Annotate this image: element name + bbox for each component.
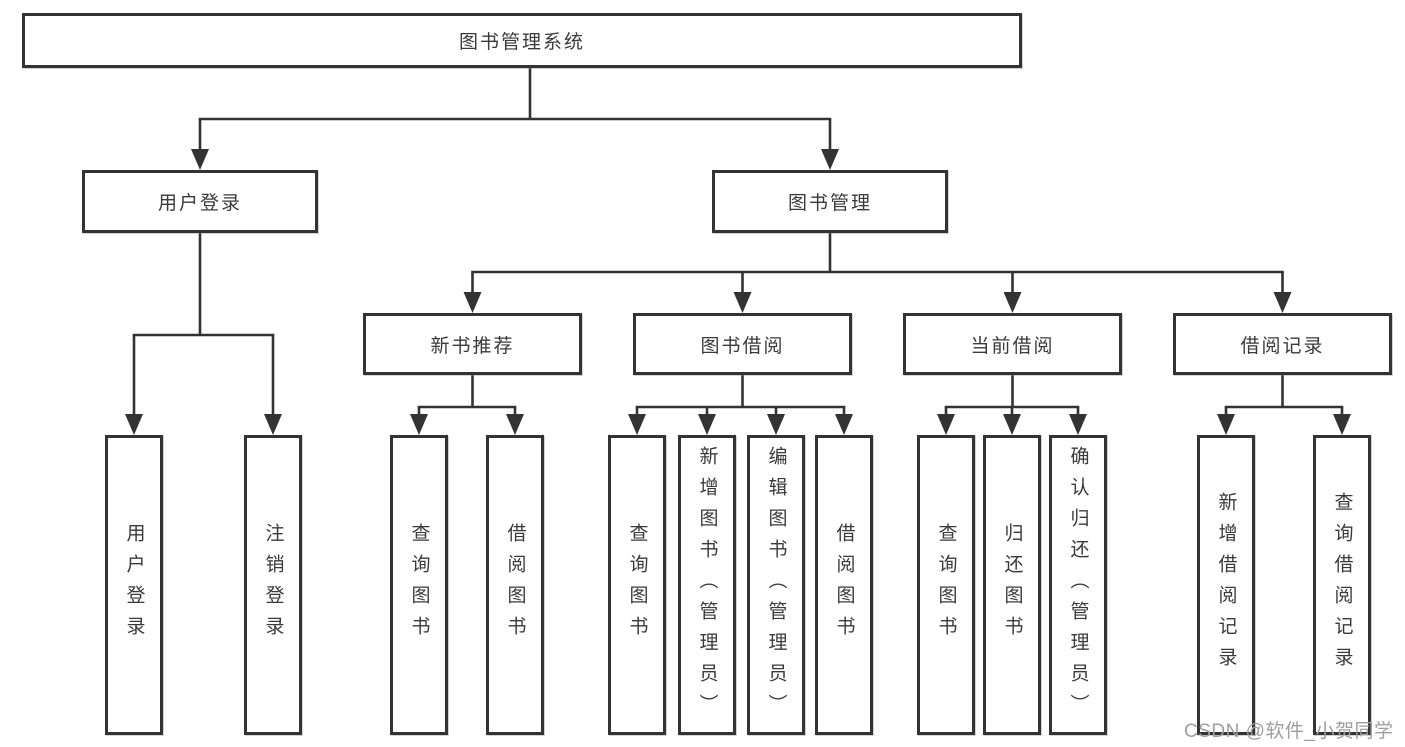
watermark: CSDN @软件_小贺同学 bbox=[1184, 721, 1394, 742]
leaf-add-borrow-record: 新增借阅记录 bbox=[1197, 435, 1255, 735]
node-library-management-system: 图书管理系统 bbox=[22, 13, 1022, 68]
node-current-borrowing: 当前借阅 bbox=[903, 313, 1122, 375]
leaf-return-books: 归还图书 bbox=[983, 435, 1041, 735]
node-new-book-recommendation: 新书推荐 bbox=[363, 313, 582, 375]
leaf-confirm-return-admin: 确认归还（管理员） bbox=[1049, 435, 1107, 735]
leaf-query-books-recommend: 查询图书 bbox=[390, 435, 448, 735]
leaf-user-login: 用户登录 bbox=[105, 435, 163, 735]
node-user-login: 用户登录 bbox=[82, 170, 318, 233]
node-book-management: 图书管理 bbox=[712, 170, 948, 233]
leaf-query-books-current: 查询图书 bbox=[917, 435, 975, 735]
leaf-query-books-borrowing: 查询图书 bbox=[608, 435, 666, 735]
leaf-logout-login: 注销登录 bbox=[244, 435, 302, 735]
leaf-borrow-books-borrowing: 借阅图书 bbox=[815, 435, 873, 735]
node-borrowing-records: 借阅记录 bbox=[1173, 313, 1392, 375]
node-book-borrowing: 图书借阅 bbox=[633, 313, 852, 375]
leaf-query-borrow-record: 查询借阅记录 bbox=[1313, 435, 1371, 735]
leaf-borrow-books-recommend: 借阅图书 bbox=[486, 435, 544, 735]
leaf-edit-book-admin: 编辑图书（管理员） bbox=[747, 435, 805, 735]
leaf-add-book-admin: 新增图书（管理员） bbox=[678, 435, 736, 735]
